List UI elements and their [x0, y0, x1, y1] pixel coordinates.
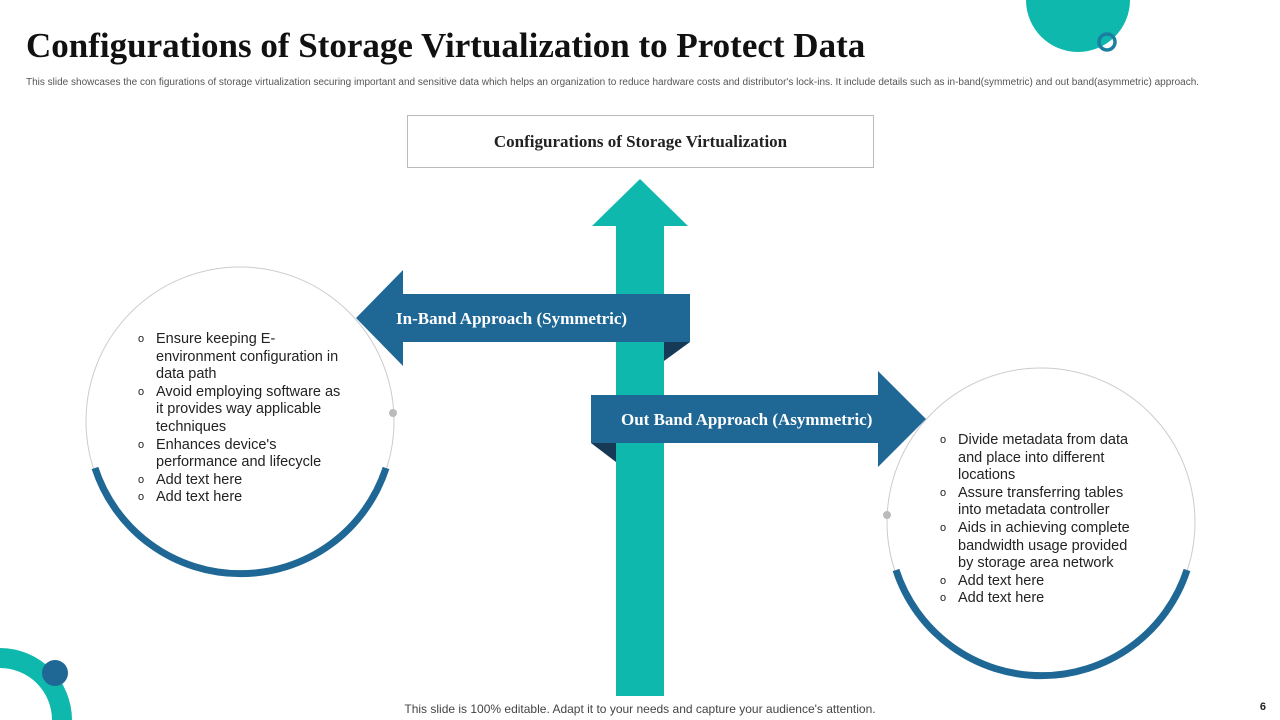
- decor-blue-dot: [42, 660, 68, 686]
- decor-teal-ring: [0, 648, 72, 720]
- footer-note: This slide is 100% editable. Adapt it to…: [404, 702, 876, 716]
- right-circle-dot: [883, 511, 891, 519]
- center-title-box: Configurations of Storage Virtualization: [407, 115, 874, 168]
- list-item: Divide metadata from data and place into…: [940, 432, 1140, 485]
- list-item: Aids in achieving complete bandwidth usa…: [940, 520, 1140, 573]
- list-item: Add text here: [940, 573, 1140, 591]
- left-circle-dot: [389, 409, 397, 417]
- out-band-list: Divide metadata from data and place into…: [940, 432, 1140, 608]
- in-band-arrow-head: [356, 270, 403, 366]
- in-band-list: Ensure keeping E-environment configurati…: [138, 331, 343, 507]
- list-item: Assure transferring tables into metadata…: [940, 485, 1140, 520]
- in-band-arrow-body: [402, 294, 690, 342]
- in-band-fold: [664, 342, 690, 361]
- list-item: Avoid employing software as it provides …: [138, 384, 343, 437]
- out-band-label: Out Band Approach (Asymmetric): [621, 410, 873, 429]
- right-circle-arc: [892, 568, 1191, 680]
- list-item: Ensure keeping E-environment configurati…: [138, 331, 343, 384]
- decor-teal-circle: [1026, 0, 1130, 52]
- list-item: Add text here: [138, 472, 343, 490]
- left-circle-arc: [91, 466, 390, 578]
- in-band-label: In-Band Approach (Symmetric): [396, 309, 628, 328]
- list-item: Add text here: [940, 590, 1140, 608]
- out-band-fold: [591, 443, 616, 462]
- out-band-arrow-body: [591, 395, 879, 443]
- up-arrow-head: [592, 179, 688, 226]
- page-title: Configurations of Storage Virtualization…: [26, 26, 866, 65]
- page-subtitle: This slide showcases the con figurations…: [26, 77, 1200, 88]
- decor-ring: [1097, 32, 1117, 52]
- page-number: 6: [1259, 701, 1266, 713]
- list-item: Add text here: [138, 489, 343, 507]
- list-item: Enhances device's performance and lifecy…: [138, 437, 343, 472]
- out-band-arrow-head: [878, 371, 926, 467]
